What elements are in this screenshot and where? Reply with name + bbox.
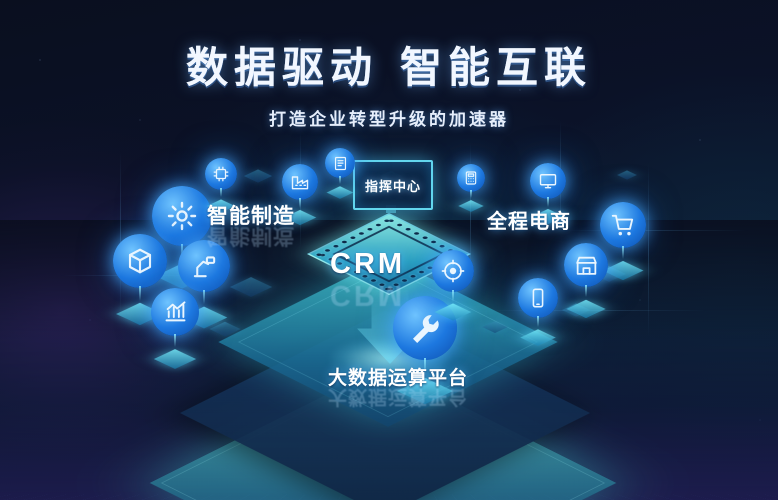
node-stem <box>622 246 624 259</box>
icon-node-analytics[interactable] <box>151 288 199 370</box>
subtitle: 打造企业转型升级的加速器 <box>269 110 509 129</box>
icon-node-manufacturing[interactable] <box>205 158 237 213</box>
calculator-icon <box>457 164 485 192</box>
floating-plate <box>243 169 273 183</box>
node-stem <box>585 285 587 297</box>
node-platform-pad <box>458 199 484 212</box>
icon-node-manufacturing[interactable] <box>325 148 355 200</box>
label-crm: CRM <box>330 248 406 280</box>
node-stem <box>299 198 301 208</box>
icon-node-ecommerce[interactable] <box>518 278 558 346</box>
cart-icon <box>600 202 646 248</box>
command-center-label: 指挥中心 <box>364 178 421 194</box>
node-stem <box>203 290 205 304</box>
icon-node-ecommerce[interactable] <box>564 243 608 318</box>
node-stem <box>139 286 141 301</box>
label-intelligent-manufacturing: 智能制造 <box>207 205 295 228</box>
icon-node-ecommerce[interactable] <box>530 163 566 225</box>
node-stem <box>339 176 341 184</box>
node-platform-pad <box>153 349 197 370</box>
node-stem <box>452 290 454 302</box>
package-box-icon <box>113 234 167 288</box>
node-stem <box>547 197 549 207</box>
node-stem <box>470 190 472 198</box>
chip-small-icon <box>205 158 237 190</box>
node-stem <box>174 334 176 347</box>
mobile-icon <box>518 278 558 318</box>
icon-node-manufacturing[interactable] <box>282 164 318 226</box>
chart-growth-icon <box>151 288 199 336</box>
headline-block: 数据驱动智能互联 打造企业转型升级的加速器 <box>0 34 778 130</box>
icon-node-ecommerce[interactable] <box>600 202 646 281</box>
main-title: 数据驱动智能互联 <box>0 34 778 95</box>
floating-plate <box>617 170 637 180</box>
icon-node-ecommerce[interactable] <box>457 164 485 212</box>
icon-node-service[interactable] <box>432 250 474 321</box>
node-stem <box>537 316 539 327</box>
store-icon <box>564 243 608 287</box>
document-icon <box>325 148 355 178</box>
label-crm-reflection: CRM <box>330 279 406 311</box>
factory-icon <box>282 164 318 200</box>
title-right: 智能互联 <box>400 44 593 91</box>
target-icon <box>432 250 474 292</box>
node-platform-pad <box>326 186 354 200</box>
label-big-data-platform: 大数据运算平台 <box>328 368 469 389</box>
node-stem <box>220 188 222 197</box>
floating-plate <box>229 277 273 297</box>
command-center-screen[interactable]: 指挥中心 <box>353 160 433 210</box>
title-left: 数据驱动 <box>185 44 378 91</box>
icon-node-manufacturing[interactable] <box>113 234 167 326</box>
monitor-icon <box>530 163 566 199</box>
label-full-process-ecommerce: 全程电商 <box>487 211 571 233</box>
